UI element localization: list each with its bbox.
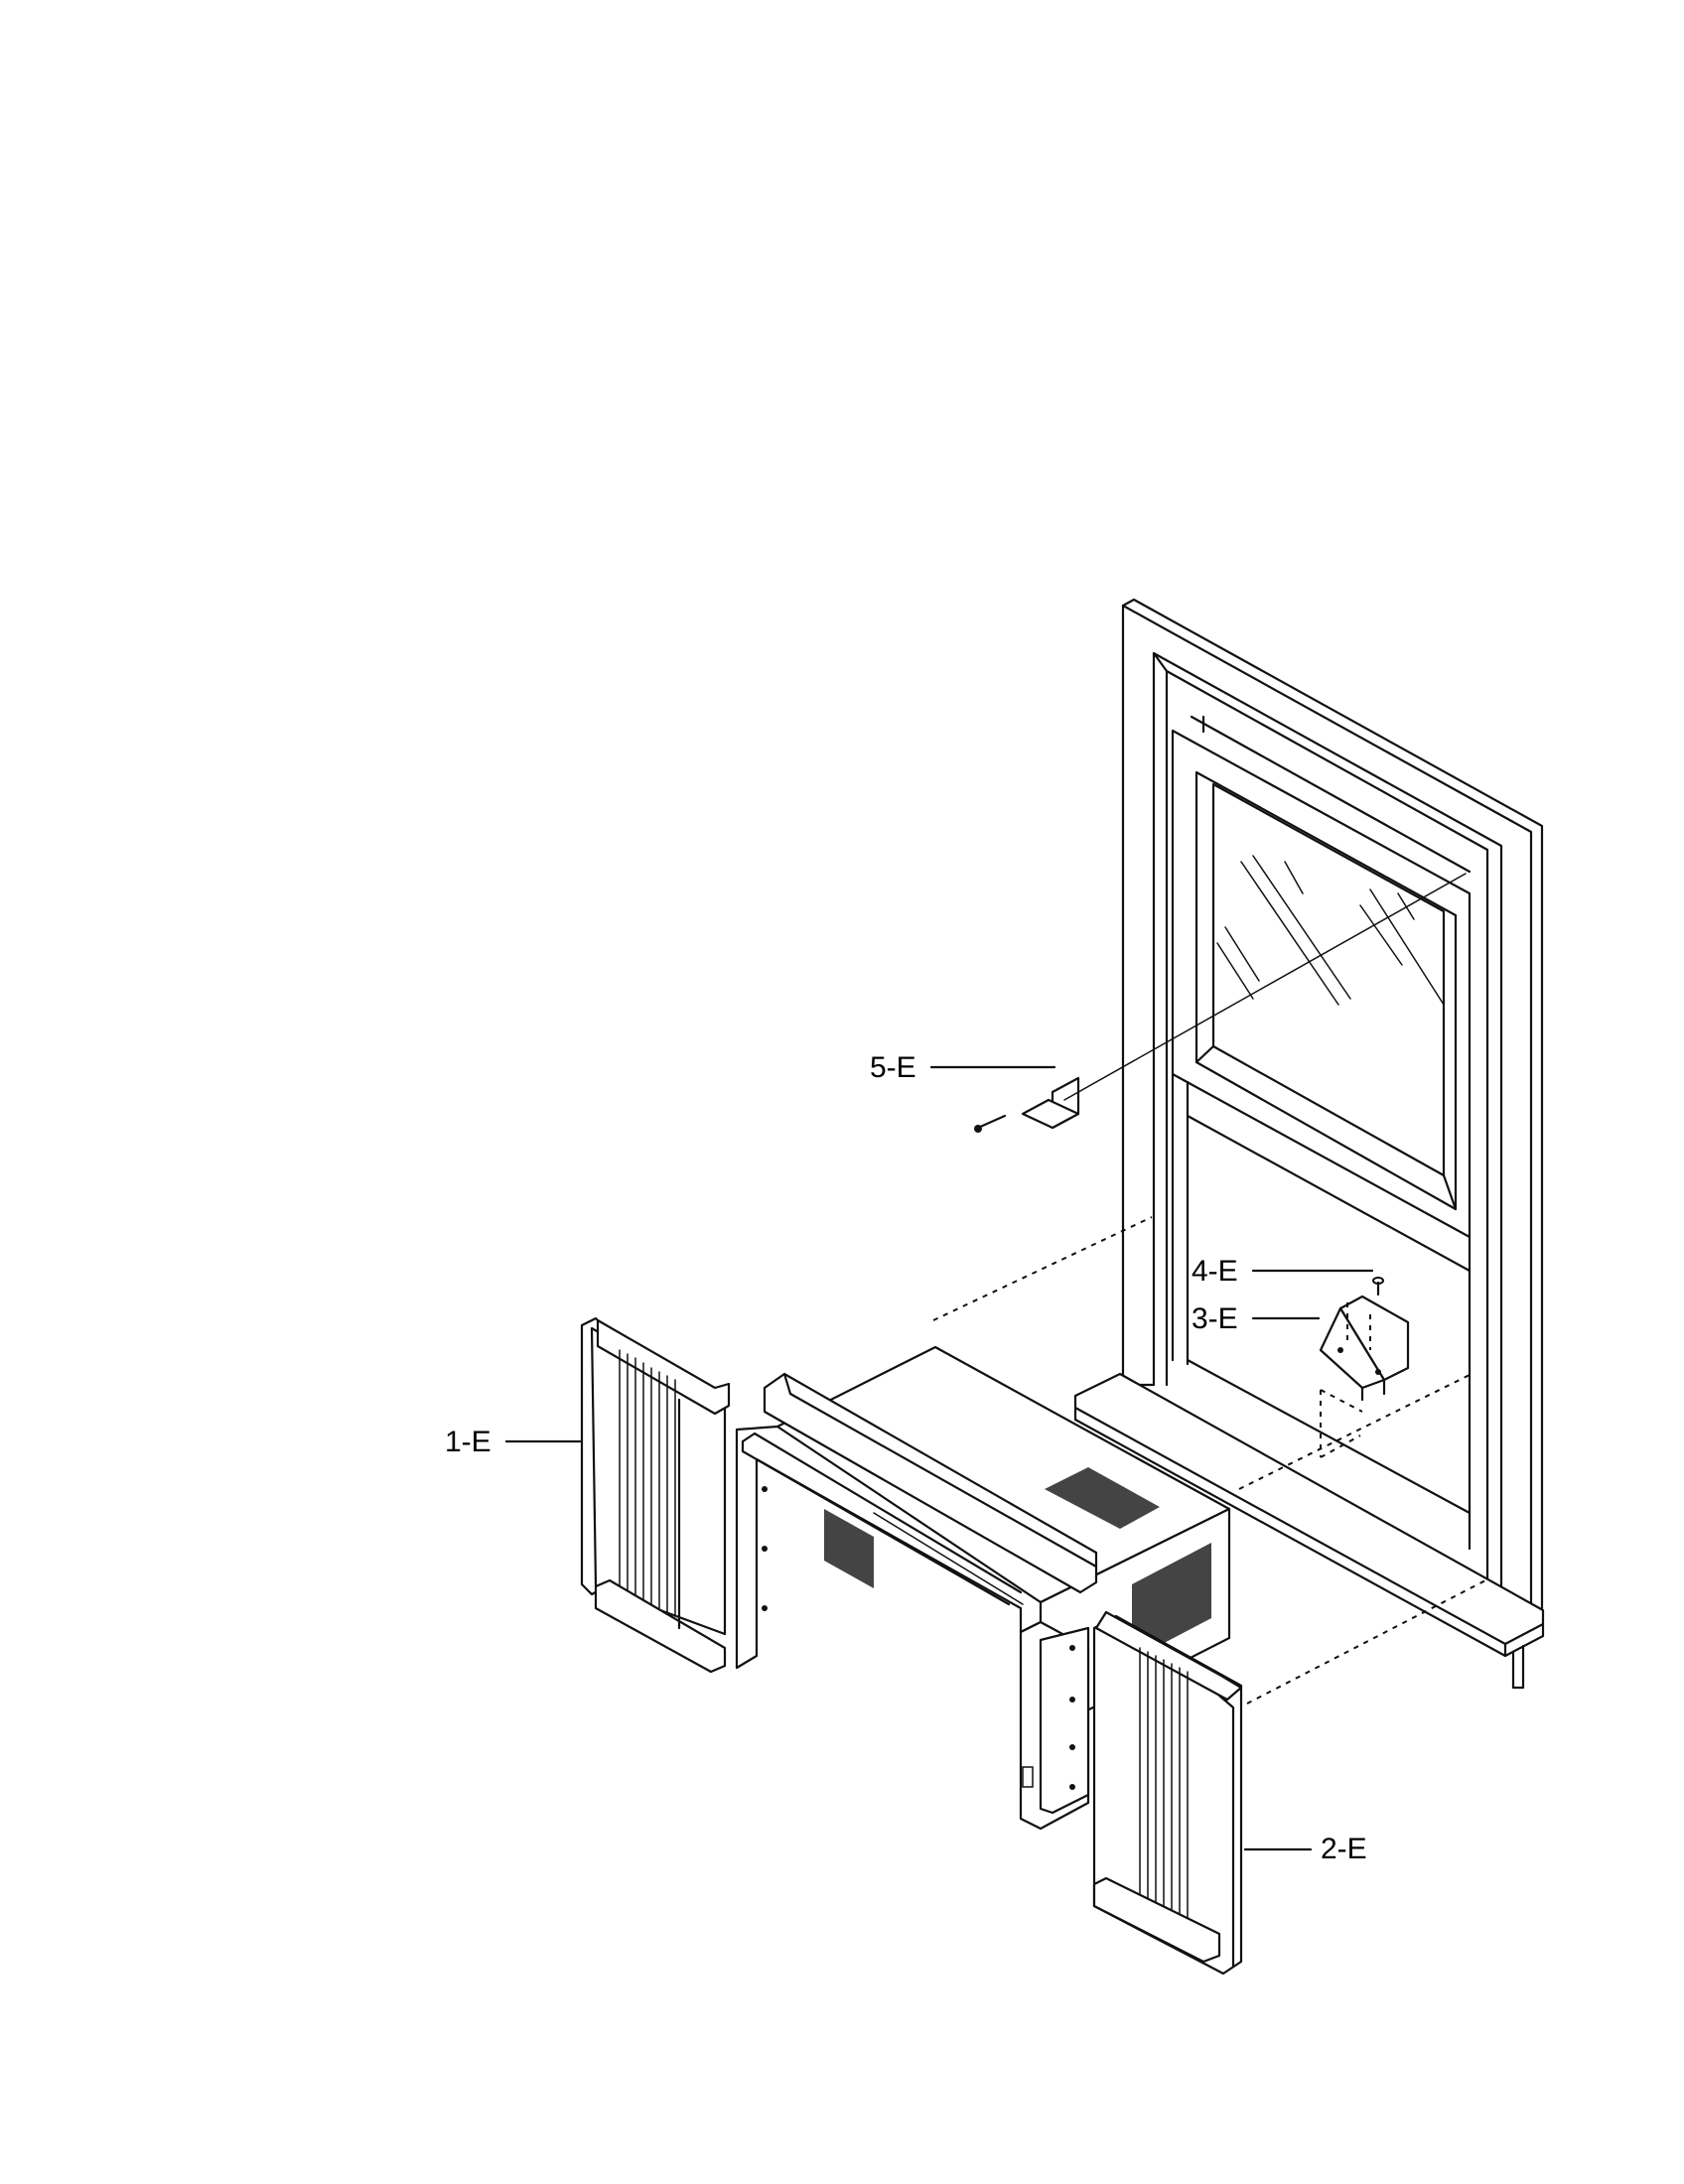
window-frame [1073,598,1545,1690]
callout-label: 5-E [870,1051,916,1084]
callout-5-e: 5-E [870,1051,1056,1084]
side-louvers [1132,1543,1211,1660]
callout-label: 3-E [1192,1302,1238,1335]
callout-3-e: 3-E [1192,1302,1321,1335]
curtain-pleats-right [1139,1647,1189,1933]
callout-label: 1-E [445,1426,491,1458]
callout-1-e: 1-E [445,1426,582,1458]
callout-4-e: 4-E [1192,1255,1374,1288]
sill-bracket [1319,1295,1410,1458]
left-side-curtain [580,1316,731,1674]
callout-label: 4-E [1192,1255,1238,1288]
curtain-pleats-left [619,1349,676,1617]
screw [1372,1277,1384,1297]
top-angle-bracket [974,873,1467,1133]
callout-2-e: 2-E [1243,1833,1367,1865]
right-side-curtain [1092,1610,1243,1976]
callout-label: 2-E [1321,1833,1367,1865]
alignment-lines [932,1216,1490,1705]
